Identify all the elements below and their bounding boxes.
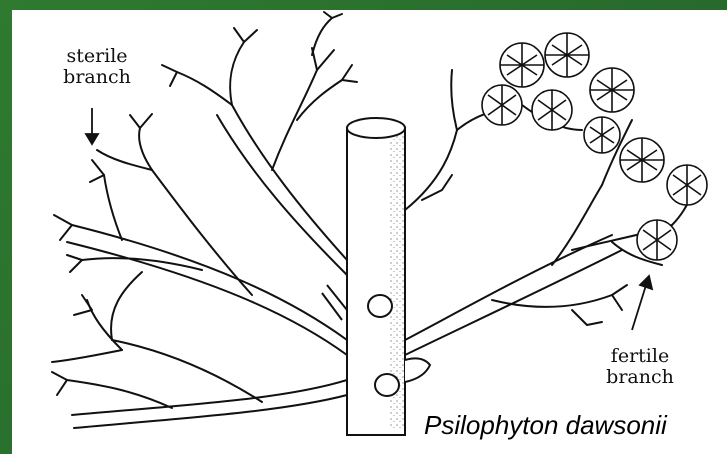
fertile-label-line2: branch (595, 367, 685, 388)
sterile-label-line1: sterile (52, 46, 142, 67)
sporangia-cluster (584, 117, 620, 153)
stub-branch (375, 374, 399, 396)
sporangia-cluster (637, 220, 677, 260)
stub-branch (368, 295, 392, 317)
illustration-panel: sterile branch fertile branch Psilophyto… (12, 10, 727, 454)
sporangia-cluster (500, 43, 544, 87)
sporangia-cluster (545, 33, 589, 77)
sterile-arrow (86, 108, 98, 144)
sporangia-cluster (667, 165, 707, 205)
species-name: Psilophyton dawsonii (424, 410, 667, 441)
sporangia-cluster (532, 90, 572, 130)
fertile-arrow (632, 276, 652, 330)
sterile-label-line2: branch (52, 67, 142, 88)
sterile-branch-label: sterile branch (52, 46, 142, 88)
sporangia-cluster (590, 68, 634, 112)
sporangia-clusters (482, 33, 707, 260)
fertile-branch-label: fertile branch (595, 346, 685, 388)
fertile-label-line1: fertile (595, 346, 685, 367)
sporangia-cluster (620, 138, 664, 182)
sporangia-cluster (482, 85, 522, 125)
main-stem (322, 118, 430, 435)
